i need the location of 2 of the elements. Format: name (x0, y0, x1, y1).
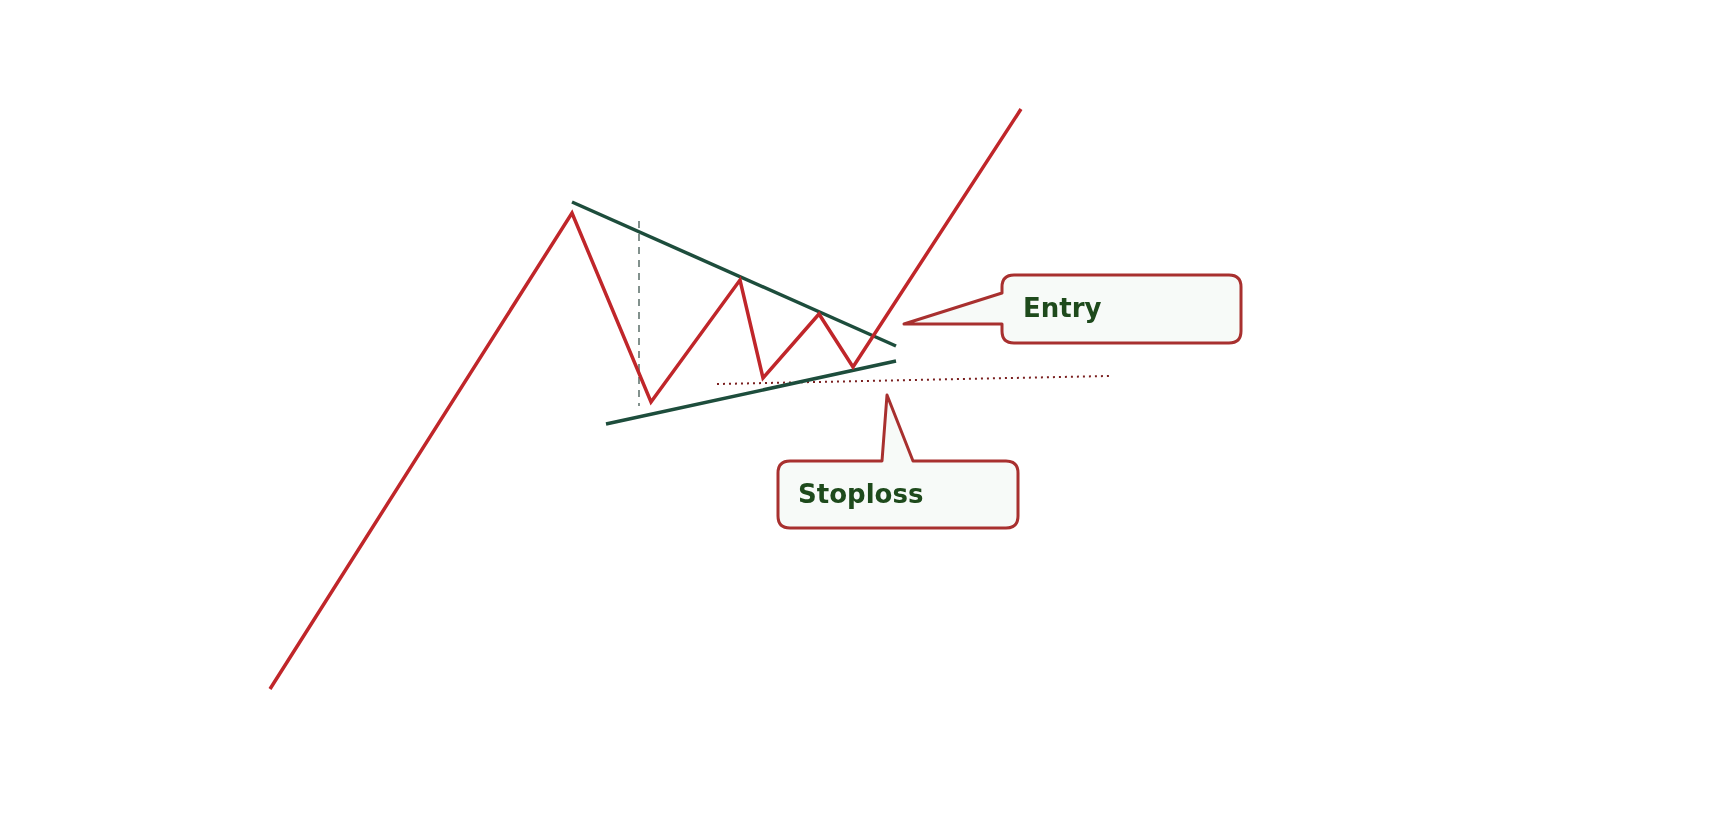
callout-label: Stoploss (798, 481, 924, 507)
callout-label: Entry (1023, 295, 1102, 321)
